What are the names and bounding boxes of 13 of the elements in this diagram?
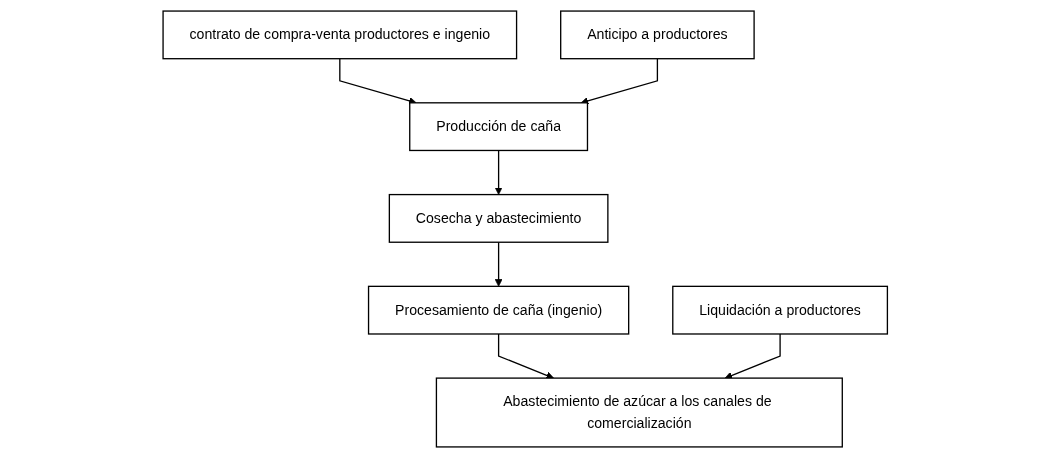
node-box: Procesamiento de caña (ingenio) [368,285,630,335]
arrow [339,57,417,105]
arrow [725,332,781,379]
arrow [495,149,503,195]
node-box: Anticipo a productores [560,9,756,59]
node-box: contrato de compra-venta productores e ingenio [162,9,518,59]
arrow [580,57,659,105]
arrow [495,241,503,287]
node-box: Liquidación a productores [672,285,889,335]
node-box: Cosecha y abastecimiento [388,193,609,243]
node-box: Producción de caña [409,101,589,151]
arrow [498,332,555,379]
node-box: Abastecimiento de azúcar a los canales de comercialización [436,376,844,448]
